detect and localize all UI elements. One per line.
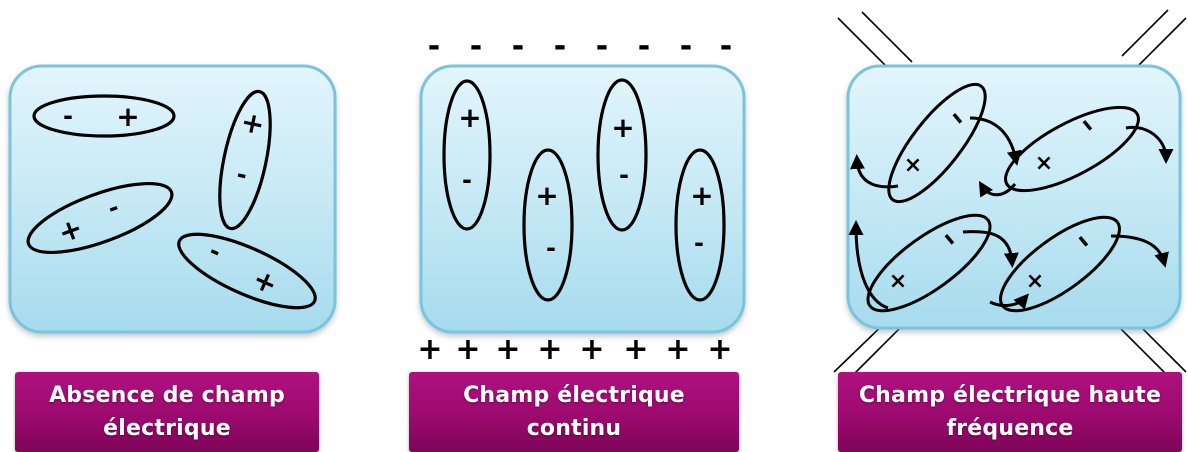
positive-charge: + — [458, 101, 481, 134]
positive-charge: × — [1026, 269, 1044, 294]
caption-continu-text: Champ électrique continu — [463, 383, 685, 441]
negative-charge: - — [694, 229, 704, 257]
rotation-arrow-icon — [849, 154, 899, 189]
plate-charge: + — [579, 332, 604, 367]
plate-charge: - — [512, 29, 524, 64]
caption-absence: Absence de champ électrique — [15, 372, 319, 452]
plate-charge: - — [470, 29, 482, 64]
rotation-arrows — [848, 116, 1174, 310]
panel-absence: - + + - + - - + — [8, 64, 337, 334]
dipole: - + — [32, 94, 176, 138]
dipole: + - — [522, 148, 574, 302]
plate-charge: + — [665, 332, 690, 367]
dipole — [1004, 105, 1140, 193]
rotation-arrow-icon — [1125, 125, 1174, 164]
panel-haute-frequence: × ı × ı × ı × ı — [833, 9, 1187, 377]
caption-haute-frequence: Champ électrique haute fréquence — [838, 372, 1182, 452]
plate-charge: - — [638, 29, 650, 64]
plate-charge: - — [554, 29, 566, 64]
plate-charge: + — [495, 332, 520, 367]
caption-continu: Champ électrique continu — [409, 372, 739, 452]
negative-charge: - — [462, 166, 472, 194]
positive-charge: + — [690, 179, 713, 212]
plate-charge: - — [720, 29, 732, 64]
dielectric-box — [846, 64, 1182, 330]
positive-charge: + — [611, 111, 634, 144]
dipole: + - — [596, 78, 648, 232]
rotation-arrow-icon — [1110, 234, 1169, 268]
negative-charge: - — [546, 234, 556, 262]
plate-charge: - — [428, 29, 440, 64]
dipole: + - — [674, 148, 726, 302]
rotation-arrow-icon — [969, 116, 1022, 166]
dipole — [866, 213, 992, 313]
positive-charge: + — [116, 100, 139, 133]
plate-charge: + — [537, 332, 562, 367]
caption-haute-frequence-text: Champ électrique haute fréquence — [858, 383, 1162, 441]
positive-charge: × — [889, 269, 907, 294]
negative-charge: - — [63, 102, 73, 130]
panel-continu: - - - - - - - - + - + - + - + - — [417, 29, 746, 367]
rotation-arrow-icon — [962, 230, 1019, 268]
plate-charge: + — [707, 332, 732, 367]
dipole — [887, 82, 987, 204]
dielectric-box — [419, 64, 746, 334]
dipole: + - — [442, 79, 492, 231]
plate-charge: - — [680, 29, 692, 64]
rotation-arrow-icon — [848, 220, 889, 310]
positive-charge: × — [904, 153, 922, 178]
positive-charge: + — [535, 179, 558, 212]
positive-charge: × — [1035, 151, 1053, 176]
caption-absence-text: Absence de champ électrique — [49, 383, 285, 441]
plate-charge: - — [596, 29, 608, 64]
plate-charge: + — [623, 332, 648, 367]
plate-charge: + — [455, 332, 480, 367]
rotation-arrow-icon — [989, 293, 1029, 310]
negative-charge: - — [619, 161, 629, 189]
negative-plate: - - - - - - - - — [428, 29, 732, 64]
plate-charge: + — [417, 332, 442, 367]
positive-plate: + + + + + + + + — [417, 332, 732, 367]
rotation-arrow-icon — [978, 180, 1017, 198]
